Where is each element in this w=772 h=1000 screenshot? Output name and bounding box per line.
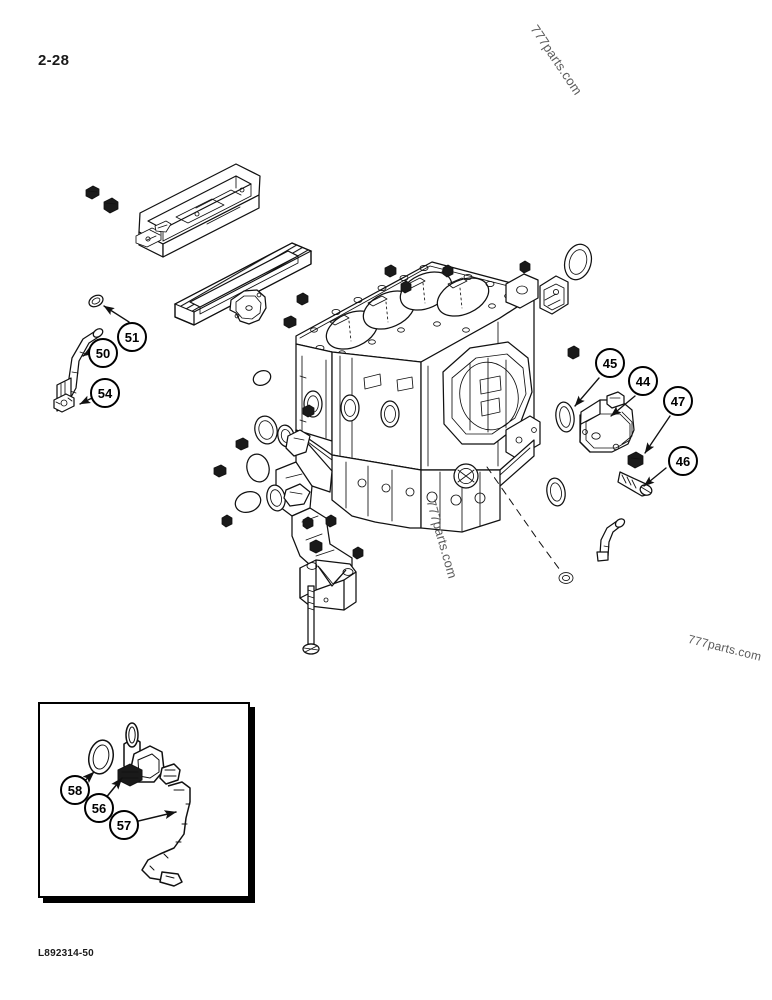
- callout-bubble-tube-fitting[interactable]: 54: [90, 378, 120, 408]
- callout-bubble-o-ring-seal[interactable]: 45: [595, 348, 625, 378]
- block-bushings-art: [252, 243, 593, 507]
- callout-bubble-heater-cord[interactable]: 57: [109, 810, 139, 840]
- callout-bubble-oil-pump[interactable]: 44: [628, 366, 658, 396]
- oil-tube-art: [53, 294, 104, 413]
- side-cover-gasket-art: [173, 242, 313, 326]
- callout-bubble-oil-tube[interactable]: 50: [88, 338, 118, 368]
- callout-bubble-block-heater[interactable]: 56: [84, 793, 114, 823]
- callout-bubble-heater-o-ring[interactable]: 58: [60, 775, 90, 805]
- callout-bubble-side-cover-plug[interactable]: 51: [117, 322, 147, 352]
- main-bearing-cap-art: [299, 539, 357, 655]
- page-number: 2-28: [38, 52, 70, 69]
- callout-bubble-lock-washer[interactable]: 47: [663, 386, 693, 416]
- figure-code: L892314-50: [38, 948, 94, 959]
- side-cover-plate-art: [135, 163, 261, 258]
- small-cover-plate-art: [229, 289, 267, 325]
- callout-bubble-cap-screw[interactable]: 46: [668, 446, 698, 476]
- oil-return-tube-art: [596, 518, 626, 562]
- cover-fasteners-art: [85, 185, 297, 478]
- oil-pump-assembly-art: [555, 391, 653, 497]
- cylinder-block-art: [221, 260, 580, 584]
